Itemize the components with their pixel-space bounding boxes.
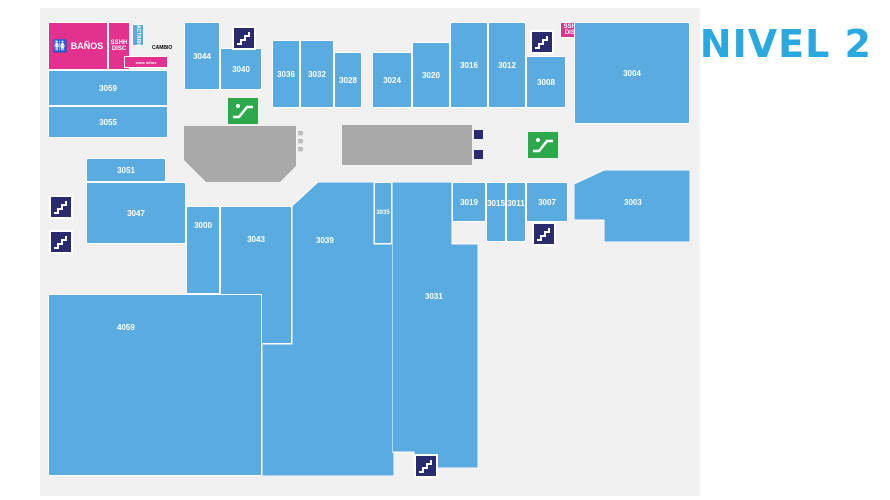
store-3004-label: 3004	[623, 68, 641, 78]
store-3007-label: 3007	[538, 197, 556, 207]
store-3024-label: 3024	[383, 75, 401, 85]
store-3028[interactable]: 3028	[334, 52, 362, 108]
stairs-icon	[530, 30, 554, 54]
store-3020-label: 3020	[422, 70, 440, 80]
kids-zone[interactable]: zona niños	[124, 56, 168, 68]
store-3015[interactable]: 3015	[486, 182, 506, 242]
store-3008[interactable]: 3008	[526, 56, 566, 108]
store-3011-label: 3011	[507, 199, 525, 208]
stairs-icon	[532, 222, 556, 246]
changing-room-label: CAMBIO	[152, 45, 173, 51]
nursing-room-label: LACTARIO	[135, 22, 141, 48]
store-3007[interactable]: 3007	[526, 182, 568, 222]
elevator-icon	[474, 130, 483, 139]
level-title: NIVEL 2	[699, 22, 872, 66]
store-3000[interactable]: 3000	[186, 206, 220, 294]
store-3036-label: 3036	[277, 69, 295, 79]
store-3003-shape[interactable]	[574, 170, 690, 242]
store-3059[interactable]: 3059	[48, 70, 168, 106]
central-void-left	[184, 126, 296, 182]
store-3011[interactable]: 3011	[506, 182, 526, 242]
restrooms[interactable]: 🚻 BAÑOS	[48, 22, 108, 70]
store-3015-label: 3015	[487, 199, 505, 208]
store-3036[interactable]: 3036	[272, 40, 300, 108]
stairs-icon	[49, 195, 73, 219]
store-3000-label: 3000	[194, 221, 212, 230]
store-3016[interactable]: 3016	[450, 22, 488, 108]
stairs-icon	[232, 26, 256, 50]
store-3012-label: 3012	[498, 60, 516, 70]
nursing-room[interactable]: LACTARIO	[132, 22, 144, 48]
store-3012[interactable]: 3012	[488, 22, 526, 108]
store-3055[interactable]: 3055	[48, 106, 168, 138]
accessible-restroom-label: SSHH DISC	[110, 40, 128, 52]
store-3031-shape[interactable]	[392, 182, 478, 468]
store-3035-label: 3035	[376, 210, 390, 216]
store-3004[interactable]: 3004	[574, 22, 690, 124]
store-3035[interactable]: 3035	[374, 182, 392, 244]
store-3040-label: 3040	[232, 64, 250, 74]
central-void-right	[342, 125, 472, 165]
store-4059[interactable]: 4059	[48, 294, 262, 476]
kids-zone-label: zona niños	[135, 59, 157, 65]
store-3051-label: 3051	[117, 165, 135, 175]
store-3008-label: 3008	[537, 77, 555, 87]
store-3059-label: 3059	[99, 83, 117, 93]
store-3019[interactable]: 3019	[452, 182, 486, 222]
store-3047-label: 3047	[127, 208, 145, 218]
stairs-icon	[49, 230, 73, 254]
store-3055-label: 3055	[99, 117, 117, 127]
elevator-marks: ⊠⊠⊠	[298, 131, 304, 153]
store-3028-label: 3028	[339, 75, 357, 85]
escalator-icon	[228, 98, 258, 124]
store-3051[interactable]: 3051	[86, 158, 166, 182]
restroom-icon: 🚻	[52, 39, 68, 53]
store-3039-label: 3039	[316, 236, 334, 245]
store-3043-label: 3043	[247, 235, 265, 244]
restrooms-label: BAÑOS	[70, 41, 104, 51]
store-3003-label: 3003	[624, 198, 642, 207]
store-4059-label: 4059	[117, 323, 135, 332]
accessible-restroom-2-label: SSHH DISC	[563, 24, 581, 36]
store-3032-label: 3032	[308, 69, 326, 79]
store-3024[interactable]: 3024	[372, 52, 412, 108]
store-3040[interactable]: 3040	[220, 48, 262, 90]
store-3044[interactable]: 3044	[184, 22, 220, 90]
store-3020[interactable]: 3020	[412, 42, 450, 108]
store-3044-label: 3044	[193, 51, 211, 61]
elevator-icon	[474, 150, 483, 159]
store-3016-label: 3016	[460, 60, 478, 70]
store-3031-label: 3031	[425, 292, 443, 301]
escalator-icon	[528, 132, 558, 158]
store-3047[interactable]: 3047	[86, 182, 186, 244]
store-3032[interactable]: 3032	[300, 40, 334, 108]
store-3019-label: 3019	[460, 197, 478, 207]
stairs-icon	[414, 454, 438, 478]
